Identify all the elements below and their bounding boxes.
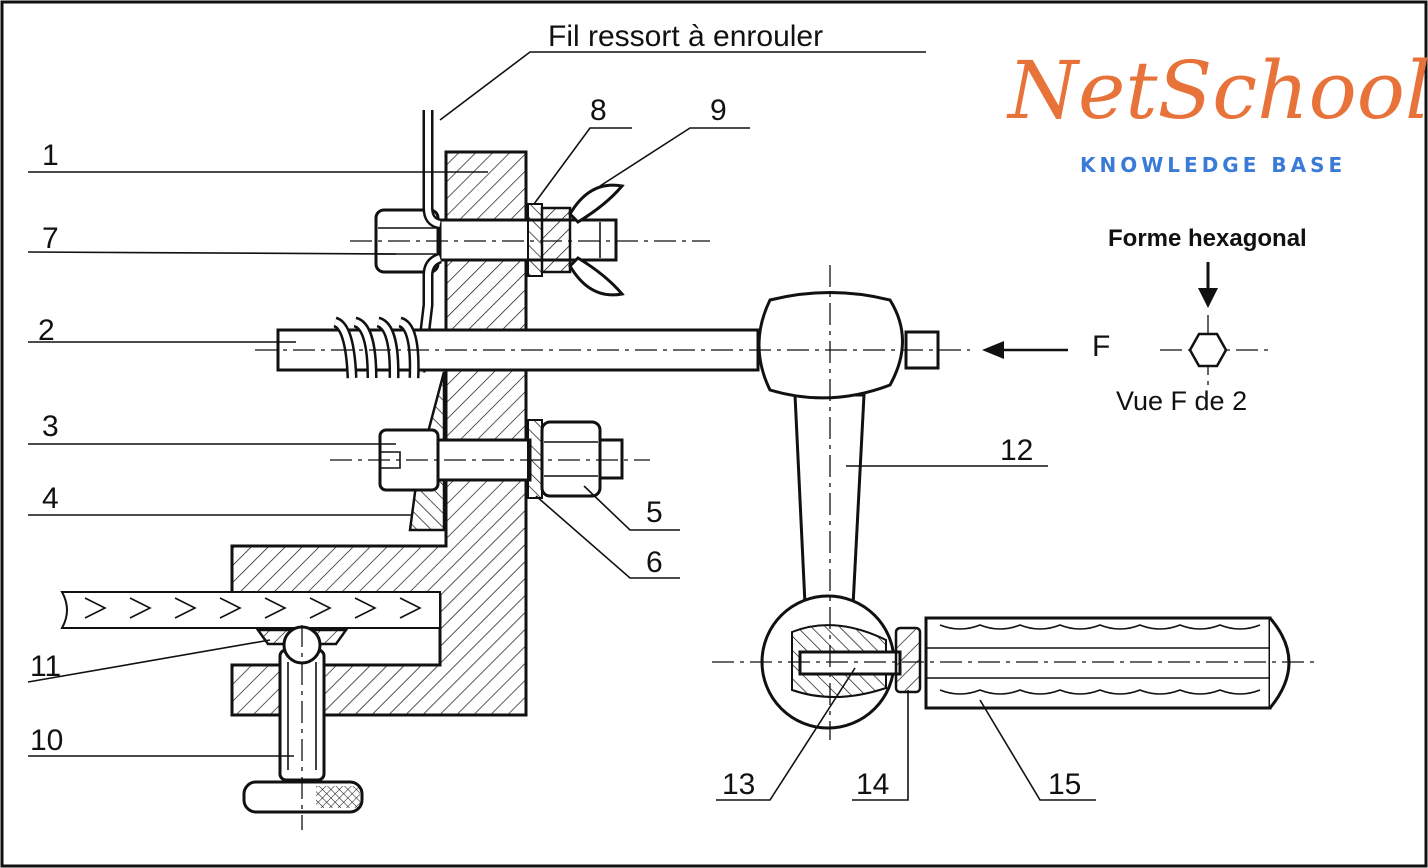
- part-label-12: 12: [1000, 434, 1033, 467]
- handle-part-15: [924, 616, 1291, 710]
- spring-wire: [414, 110, 443, 373]
- brand-logo: NetSchool 1: [1006, 44, 1428, 137]
- leader-lines: [27, 51, 1096, 801]
- hexagon-view-icon: [1188, 332, 1228, 368]
- part-label-1: 1: [42, 139, 59, 172]
- wing-nut-part-9: [540, 183, 625, 297]
- part-label-5: 5: [646, 496, 663, 529]
- force-arrow-icon: [982, 341, 1068, 359]
- washer-part-14: [894, 626, 922, 694]
- part-label-4: 4: [42, 482, 59, 515]
- part-label-3: 3: [42, 410, 59, 443]
- arrow-down-icon: [1198, 262, 1218, 308]
- part-label-8: 8: [590, 94, 607, 127]
- force-label: F: [1092, 330, 1110, 363]
- nut-part-5: [540, 420, 624, 498]
- bracket-part-1: [230, 150, 528, 717]
- part-label-15: 15: [1048, 768, 1081, 801]
- wood-board: [60, 591, 441, 629]
- part-label-9: 9: [710, 94, 727, 127]
- washer-part-8: [527, 203, 543, 277]
- part-label-11: 11: [30, 650, 61, 683]
- view-caption: Vue F de 2: [1116, 386, 1247, 416]
- clamp-screw-part-10: [242, 648, 364, 814]
- washer-part-6: [527, 419, 543, 499]
- part-label-2: 2: [38, 314, 55, 347]
- screw-part-13: [791, 624, 902, 698]
- spring-wire-label: Fil ressort à enrouler: [548, 20, 823, 53]
- part-label-6: 6: [646, 546, 663, 579]
- part-label-7: 7: [42, 222, 59, 255]
- part-label-13: 13: [722, 768, 755, 801]
- view-title: Forme hexagonal: [1108, 225, 1307, 252]
- part-label-10: 10: [30, 724, 63, 757]
- part-label-14: 14: [856, 768, 889, 801]
- spring-coils: [332, 316, 420, 379]
- brand-tagline: KNOWLEDGE BASE: [1080, 153, 1346, 177]
